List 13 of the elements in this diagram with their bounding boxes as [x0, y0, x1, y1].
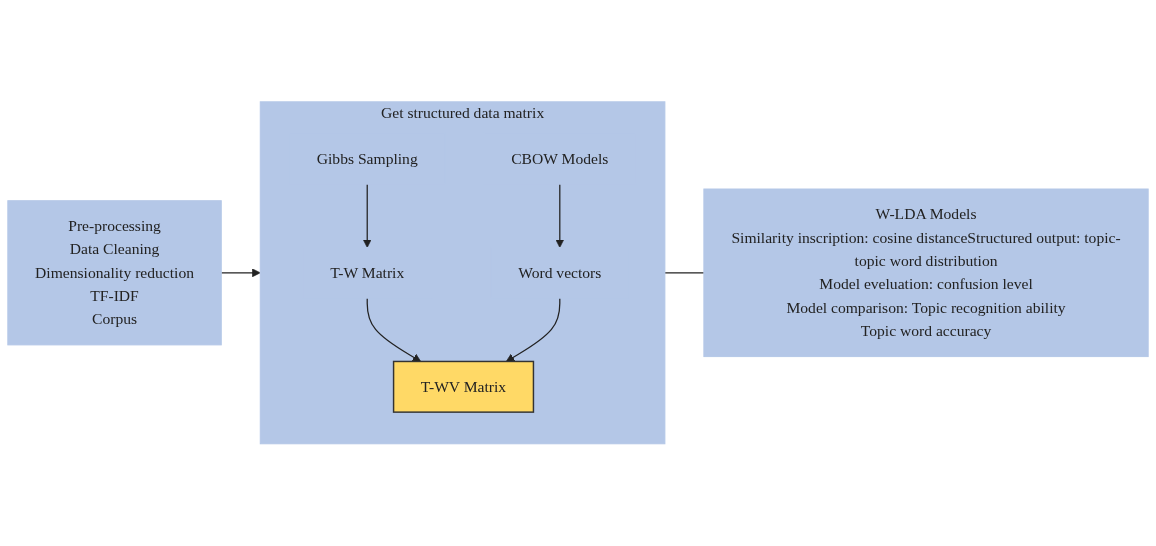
node-text: Gibbs Sampling	[316, 150, 418, 167]
node-box: W-LDA Models Similarity inscription: cosine distanceStructured output: topic-topic word distribution Model eveluation: confusion level Model comparison: Topic recognition ability Topic word accuracy	[703, 188, 1149, 358]
node-text: Word vectors	[518, 264, 602, 281]
arrow	[555, 183, 565, 249]
node-text: T-W Matrix	[330, 264, 405, 281]
node-box: Pre-processing Data Cleaning Dimensionality reduction TF-IDF Corpus	[7, 200, 222, 346]
arrow	[362, 183, 372, 249]
arrow	[505, 297, 561, 363]
arrow	[366, 297, 422, 363]
node-text: CBOW Models	[511, 150, 609, 167]
connector	[664, 272, 705, 274]
node-box: T-WV Matrix	[392, 360, 535, 414]
arrow	[220, 268, 261, 278]
